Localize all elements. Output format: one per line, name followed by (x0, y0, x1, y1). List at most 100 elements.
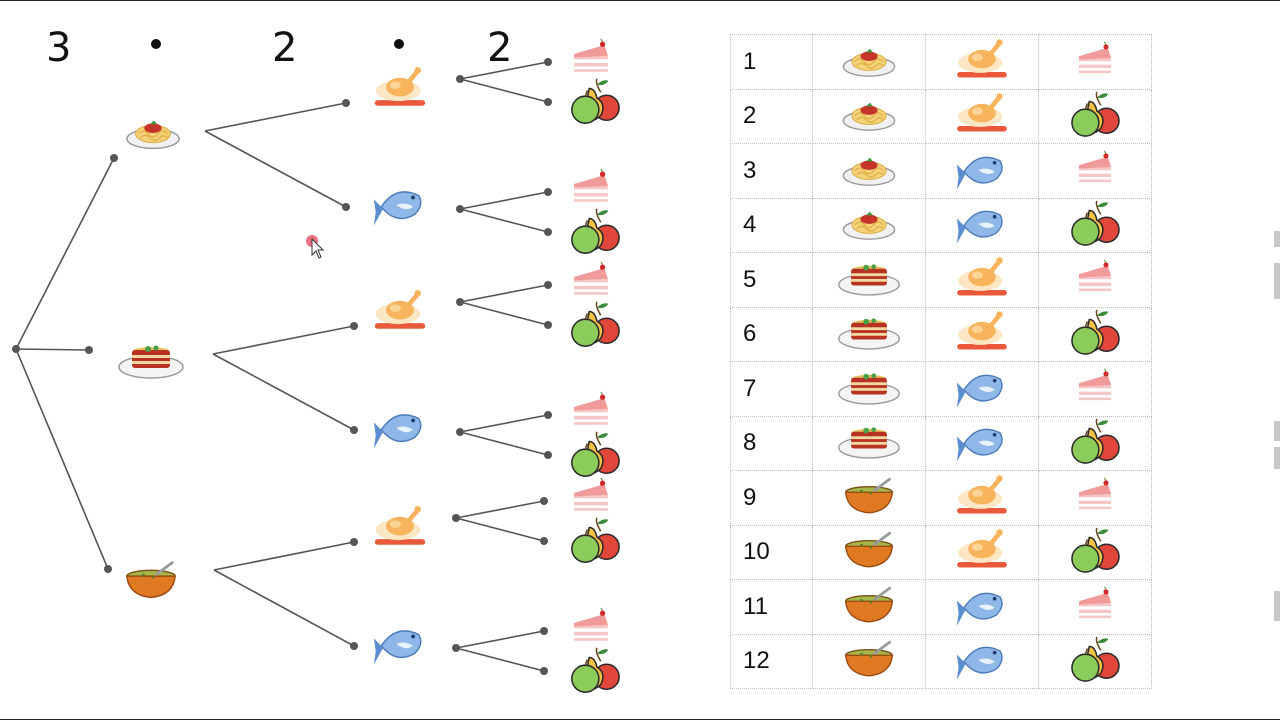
factor-count-3: 2 (487, 25, 513, 71)
table-row: 5 (730, 252, 1152, 308)
table-cell-second (925, 415, 1039, 471)
branch-node (544, 451, 552, 459)
lasagna-icon (838, 317, 900, 350)
lasagna-icon (838, 372, 900, 405)
branch-line (455, 517, 545, 542)
table-cell-dessert (1038, 470, 1152, 526)
table-cell-dessert (1038, 143, 1152, 199)
fish-icon (956, 156, 1003, 191)
table-cell-main (812, 197, 926, 253)
row-number: 4 (730, 197, 813, 253)
branch-line (459, 61, 549, 80)
branch-node (540, 497, 548, 505)
branch-node (544, 321, 552, 329)
branch-line (459, 414, 549, 433)
branch-line (459, 431, 549, 456)
branch-line (212, 325, 355, 355)
branch-node (456, 205, 464, 213)
branch-node (544, 98, 552, 106)
table-cell-dessert (1038, 88, 1152, 144)
branch-node (452, 514, 460, 522)
cake-icon (1078, 150, 1112, 183)
branch-line (213, 541, 355, 571)
branch-line (204, 102, 347, 132)
branch-line (213, 569, 355, 647)
table-cell-second (925, 633, 1039, 689)
branch-node (540, 667, 548, 675)
table-row: 3 (730, 143, 1152, 199)
branch-node (350, 642, 358, 650)
fruit-icon (571, 517, 620, 563)
branch-node (456, 75, 464, 83)
fish-icon (956, 210, 1003, 245)
row-number: 10 (730, 524, 813, 580)
branch-node (452, 644, 460, 652)
factor-count-2: 2 (272, 25, 298, 71)
table-cell-main (812, 361, 926, 417)
cake-icon (573, 168, 609, 203)
table-cell-second (925, 524, 1039, 580)
table-cell-second (925, 143, 1039, 199)
branch-line (459, 208, 549, 233)
table-row: 4 (730, 197, 1152, 253)
chicken-icon (954, 37, 1010, 83)
table-cell-dessert (1038, 252, 1152, 308)
row-number: 6 (730, 306, 813, 362)
table-cell-second (925, 34, 1039, 90)
table-row: 7 (730, 361, 1152, 417)
row-number: 8 (730, 415, 813, 471)
row-number: 7 (730, 361, 813, 417)
row-number: 2 (730, 88, 813, 144)
table-cell-main (812, 143, 926, 199)
branch-node (456, 298, 464, 306)
table-cell-main (812, 252, 926, 308)
branch-node (544, 188, 552, 196)
cake-icon (1078, 259, 1112, 292)
soup-icon (844, 477, 894, 515)
branch-node (342, 99, 350, 107)
table-cell-main (812, 415, 926, 471)
fish-icon (373, 630, 422, 666)
fruit-icon (571, 647, 620, 693)
table-cell-main (812, 34, 926, 90)
chicken-icon (375, 67, 425, 106)
branch-line (204, 130, 347, 208)
table-cell-second (925, 197, 1039, 253)
branch-line (459, 78, 549, 103)
lasagna-icon (118, 344, 184, 379)
fruit-icon (1071, 527, 1120, 574)
chicken-icon (954, 473, 1010, 519)
branch-line (212, 353, 355, 431)
table-cell-second (925, 306, 1039, 362)
table-cell-second (925, 252, 1039, 308)
table-cell-main (812, 88, 926, 144)
branch-node (544, 58, 552, 66)
table-cell-main (812, 306, 926, 362)
branch-line (459, 284, 549, 303)
branch-node (456, 428, 464, 436)
edge-artifacts (1272, 221, 1280, 641)
fruit-icon (1071, 418, 1120, 465)
fish-icon (373, 191, 422, 227)
fruit-icon (571, 431, 620, 477)
table-row: 9 (730, 470, 1152, 526)
fruit-icon (1071, 309, 1120, 356)
branch-line (455, 647, 545, 672)
branch-node (350, 426, 358, 434)
table-cell-main (812, 633, 926, 689)
mouse-cursor-icon (306, 235, 325, 259)
row-number: 5 (730, 252, 813, 308)
chicken-icon (954, 255, 1010, 301)
chicken-icon (954, 91, 1010, 137)
fruit-icon (571, 301, 620, 347)
fish-icon (956, 592, 1003, 627)
row-number: 11 (730, 579, 813, 635)
multiply-dot-1 (151, 39, 161, 49)
cake-icon (573, 391, 609, 426)
spaghetti-icon (842, 211, 896, 241)
table-cell-dessert (1038, 579, 1152, 635)
chicken-icon (375, 506, 425, 545)
cake-icon (1078, 41, 1112, 74)
